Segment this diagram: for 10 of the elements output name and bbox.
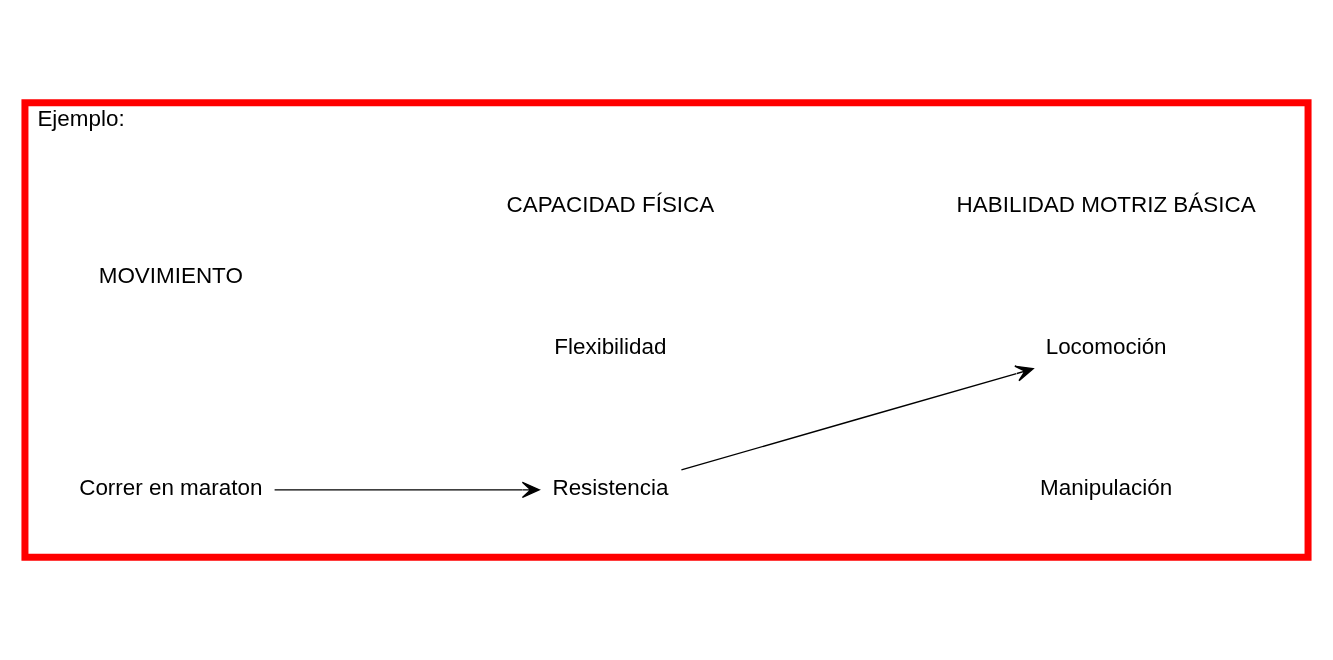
arrow — [273, 481, 540, 499]
node-text: Locomoción — [1045, 333, 1167, 359]
node-text: Resistencia — [552, 475, 669, 501]
node-text: Correr en maraton — [79, 475, 263, 501]
label: CAPACIDAD FÍSICA — [506, 191, 715, 217]
label: Manipulación — [1040, 475, 1173, 501]
arrow — [680, 365, 1034, 471]
label: Flexibilidad — [554, 333, 667, 359]
label: MOVIMIENTO — [98, 263, 243, 289]
label: HABILIDAD MOTRIZ BÁSICA — [956, 191, 1256, 217]
